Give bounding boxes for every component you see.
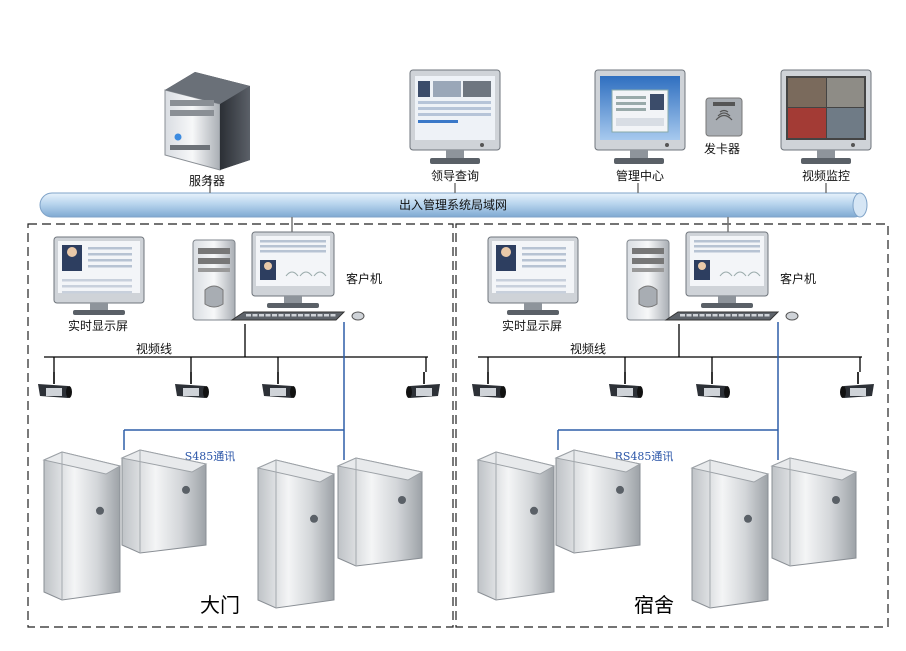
turnstile-icon (770, 457, 858, 567)
camera-icon (262, 372, 296, 398)
client-label: 客户机 (780, 271, 816, 286)
camera-icon (696, 372, 730, 398)
turnstile-icon (120, 449, 208, 554)
camera-icon (38, 372, 72, 398)
card-reader-node: 发卡器 (704, 97, 743, 156)
video-line-label: 视频线 (570, 341, 606, 356)
leader-label: 领导查询 (431, 169, 479, 183)
zone-title: 宿舍 (634, 593, 674, 617)
keyboard-icon (664, 311, 780, 321)
monitor-icon (685, 231, 769, 308)
video-node: 视频监控 (780, 69, 872, 183)
server-node: 服务器 (164, 72, 250, 188)
server-label: 服务器 (189, 173, 225, 188)
turnstile-icon (554, 449, 642, 554)
card-reader-label: 发卡器 (704, 141, 740, 156)
video-line-label: 视频线 (136, 341, 172, 356)
monitor-icon (487, 236, 579, 315)
server-icon (164, 72, 250, 171)
leader-node: 领导查询 (409, 69, 501, 183)
keyboard-icon (230, 311, 346, 321)
card-reader-icon (705, 97, 743, 137)
camera-icon (609, 372, 643, 398)
pc-tower-icon (626, 239, 670, 321)
client-label: 客户机 (346, 271, 382, 286)
monitor-icon (409, 69, 501, 164)
rs485-label: S485通讯 (185, 450, 236, 463)
turnstile-icon (256, 459, 336, 609)
pc-tower-icon (192, 239, 236, 321)
mouse-icon (785, 311, 799, 321)
turnstile-icon (476, 451, 556, 601)
zone-title: 大门 (200, 593, 240, 617)
center-label: 管理中心 (616, 168, 664, 183)
mouse-icon (351, 311, 365, 321)
monitor-icon (251, 231, 335, 308)
monitor-icon (594, 69, 686, 164)
turnstile-icon (42, 451, 122, 601)
monitor-icon (780, 69, 872, 164)
zone-border-dorm (455, 223, 889, 628)
video-label: 视频监控 (802, 168, 850, 183)
turnstile-icon (336, 457, 424, 567)
camera-icon (406, 372, 440, 398)
center-node: 管理中心 (594, 69, 686, 183)
lan-pipe: 出入管理系统局域网 (39, 192, 868, 218)
rs485-label: RS485通讯 (615, 450, 674, 463)
display-label: 实时显示屏 (68, 318, 128, 333)
display-label: 实时显示屏 (502, 318, 562, 333)
camera-icon (472, 372, 506, 398)
monitor-icon (53, 236, 145, 315)
camera-icon (840, 372, 874, 398)
camera-icon (175, 372, 209, 398)
zone-border-gate (27, 223, 454, 628)
lan-label: 出入管理系统局域网 (399, 197, 507, 212)
turnstile-icon (690, 459, 770, 609)
